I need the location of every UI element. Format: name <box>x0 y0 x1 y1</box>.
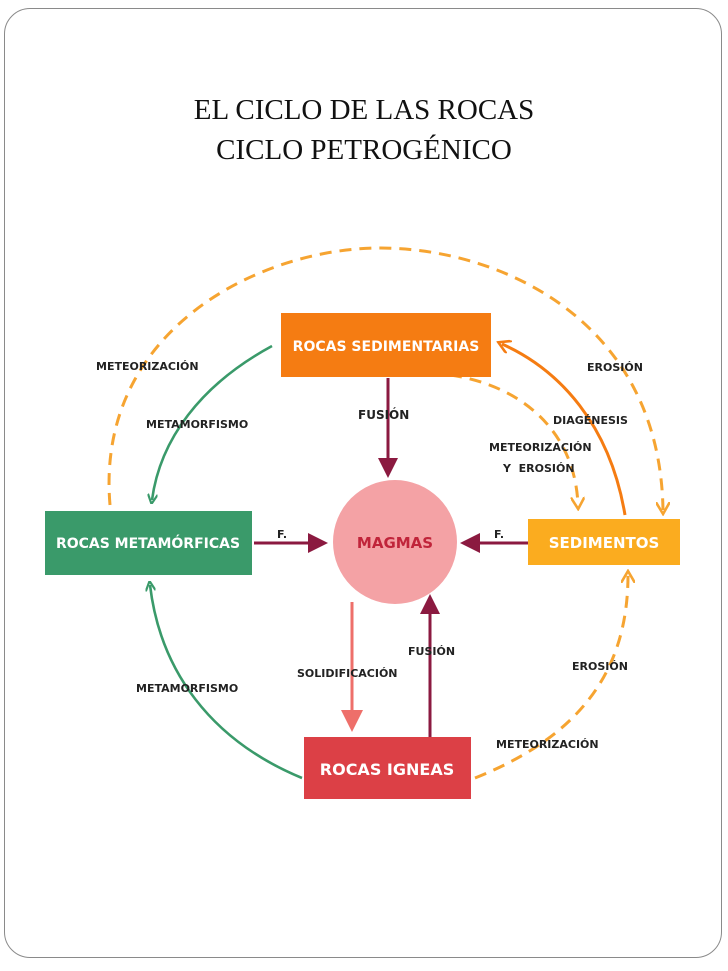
label-fusion-top: FUSIÓN <box>358 407 409 422</box>
f-arrow-left <box>254 533 328 553</box>
node-magmas: MAGMAS <box>333 480 457 604</box>
fusion-arrow-top <box>378 378 398 478</box>
node-rocas-igneas-label: ROCAS IGNEAS <box>320 760 454 779</box>
label-erosion-bottom-right: EROSIÓN <box>572 660 628 673</box>
node-rocas-sedimentarias: ROCAS SEDIMENTARIAS <box>281 313 491 377</box>
label-metamorfismo-bottom: METAMORFISMO <box>136 682 238 695</box>
node-rocas-metamorficas-label: ROCAS METAMÓRFICAS <box>56 534 240 552</box>
label-meteorizacion-bottom: METEORIZACIÓN <box>496 738 599 751</box>
dashed-arrow-meteorizacion-erosion <box>449 373 578 505</box>
node-magmas-label: MAGMAS <box>357 534 433 552</box>
node-rocas-igneas: ROCAS IGNEAS <box>304 737 471 799</box>
f-arrow-right <box>460 533 528 553</box>
label-f-left: F. <box>277 528 287 541</box>
dashed-arc-top <box>107 246 663 510</box>
node-sedimentos: SEDIMENTOS <box>528 519 680 565</box>
label-solidificacion: SOLIDIFICACIÓN <box>297 667 398 680</box>
fusion-arrow-bottom <box>420 594 440 738</box>
title-line-1: EL CICLO DE LAS ROCAS <box>193 94 535 126</box>
diagenesis-arrow <box>502 344 627 516</box>
metamorfismo-arrow-top <box>152 344 273 500</box>
solidificacion-arrow <box>341 602 363 732</box>
label-metamorfismo-top: METAMORFISMO <box>146 418 248 431</box>
title-line-2: CICLO PETROGÉNICO <box>216 134 512 166</box>
label-erosion-top-right: EROSIÓN <box>587 361 643 374</box>
node-sedimentos-label: SEDIMENTOS <box>549 534 660 552</box>
node-rocas-sedimentarias-label: ROCAS SEDIMENTARIAS <box>293 339 480 355</box>
label-f-right: F. <box>494 528 504 541</box>
label-fusion-bottom: FUSIÓN <box>408 645 455 658</box>
label-meteorizacion-top-left: METEORIZACIÓN <box>96 360 199 373</box>
label-y-erosion: Y EROSIÓN <box>502 462 575 475</box>
slide-frame <box>4 8 722 958</box>
metamorfismo-arrow-bottom <box>150 585 303 780</box>
label-meteorizacion-mid: METEORIZACIÓN <box>489 441 592 454</box>
label-diagenesis: DIAGÉNESIS <box>553 414 628 427</box>
node-rocas-metamorficas: ROCAS METAMÓRFICAS <box>45 511 252 575</box>
